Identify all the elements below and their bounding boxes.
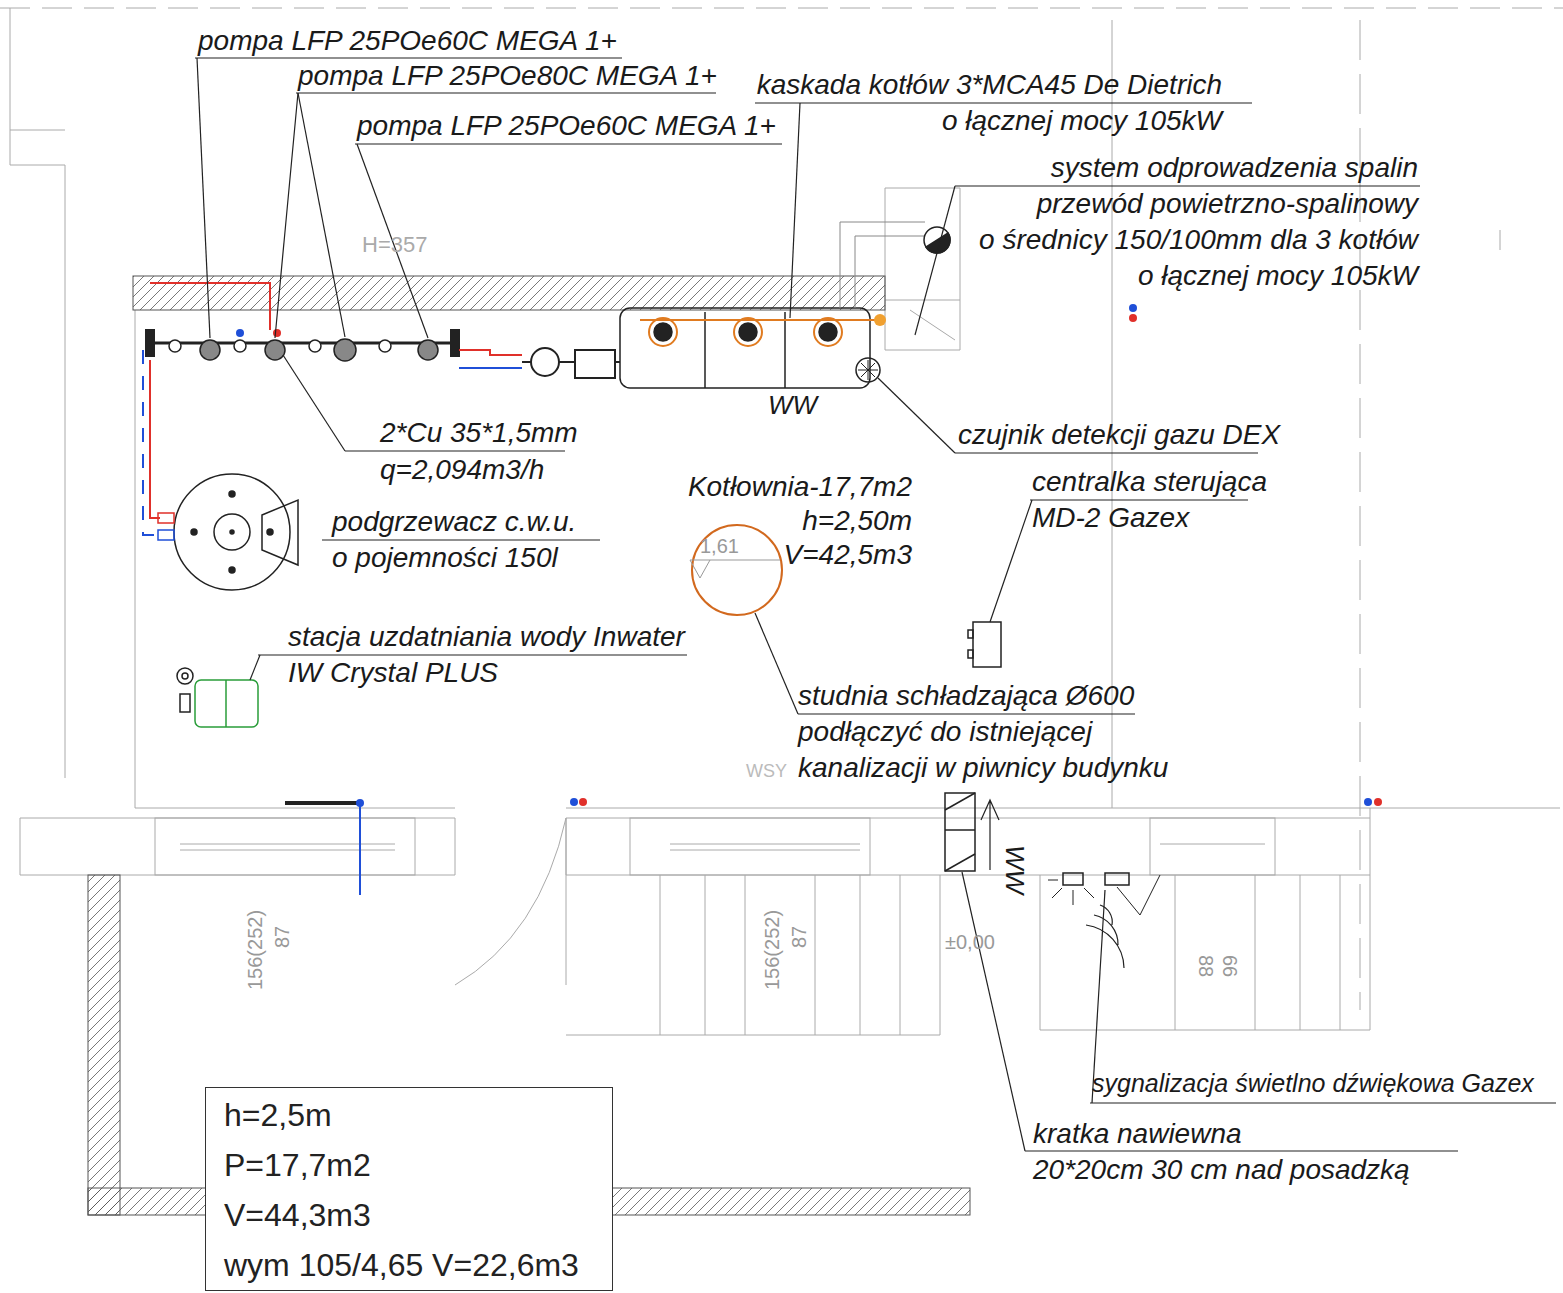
leader-lines — [195, 58, 1556, 1151]
gas-control-equipment — [945, 622, 1160, 968]
water-treatment-station — [177, 668, 258, 727]
callout-label: system odprowadzenia spalin przewód powi… — [979, 150, 1418, 294]
callout-label: stacja uzdatniania wody Inwater IW Cryst… — [288, 619, 685, 691]
callout-label: kaskada kotłów 3*MCA45 De Dietrich o łąc… — [757, 67, 1222, 139]
boiler-cascade — [620, 222, 950, 388]
pipe-mark: WW — [768, 390, 817, 421]
dimension-label: 87 — [270, 926, 294, 948]
callout-label: czujnik detekcji gazu DEX — [958, 417, 1280, 453]
label-line: o średnicy 150/100mm dla 3 kotłów — [979, 222, 1418, 258]
label-line: Kotłownia-17,7m2 — [688, 470, 912, 504]
room-data-line: wym 105/4,65 V=22,6m3 — [224, 1240, 579, 1290]
label-line: stacja uzdatniania wody Inwater — [288, 619, 685, 655]
dimension-label: 87 — [787, 926, 811, 948]
pipework — [143, 283, 620, 895]
callout-label: pompa LFP 25POe60C MEGA 1+ — [357, 108, 776, 144]
dimension-label: 156(252) — [243, 910, 267, 990]
faint-mark: WSY — [746, 760, 787, 782]
label-line: kratka nawiewna — [1033, 1116, 1410, 1152]
label-line: studnia schładzająca Ø600 — [798, 678, 1168, 714]
callout-label: q=2,094m3/h — [380, 452, 544, 488]
room-data-line: V=44,3m3 — [224, 1190, 371, 1240]
cooling-well — [690, 525, 782, 615]
label-line: podgrzewacz c.w.u. — [332, 504, 576, 540]
height-mark: H=357 — [362, 232, 427, 258]
building-outline — [0, 8, 1563, 1035]
label-line: o łącznej mocy 105kW — [979, 258, 1418, 294]
label-line: 20*20cm 30 cm nad posadzką — [1033, 1152, 1410, 1188]
label-line: podłączyć do istniejącej — [798, 714, 1168, 750]
label-line: MD-2 Gazex — [1032, 500, 1267, 536]
callout-label: centralka sterująca MD-2 Gazex — [1032, 464, 1267, 536]
room-data-line: P=17,7m2 — [224, 1140, 371, 1190]
pipe-mark: WW — [999, 845, 1030, 894]
label-line: przewód powietrzno-spalinowy — [979, 186, 1418, 222]
room-data-box: h=2,5mP=17,7m2V=44,3m3wym 105/4,65 V=22,… — [205, 1087, 613, 1291]
level-mark: ±0,00 — [945, 930, 995, 954]
level-mark: 1,61 — [700, 534, 739, 558]
callout-label: kratka nawiewna 20*20cm 30 cm nad posadz… — [1033, 1116, 1410, 1188]
callout-label: sygnalizacja świetlno dźwiękowa Gazex — [1092, 1068, 1534, 1098]
callout-label: podgrzewacz c.w.u. o pojemności 150l — [332, 504, 576, 576]
callout-label: studnia schładzająca Ø600 podłączyć do i… — [798, 678, 1168, 786]
label-line: o łącznej mocy 105kW — [757, 103, 1222, 139]
label-line: h=2,50m — [688, 504, 912, 538]
label-line: IW Crystal PLUS — [288, 655, 685, 691]
dimension-label: 66 — [1218, 955, 1242, 977]
label-line: kanalizacji w piwnicy budynku — [798, 750, 1168, 786]
label-line: kaskada kotłów 3*MCA45 De Dietrich — [757, 67, 1222, 103]
dimension-label: 156(252) — [760, 910, 784, 990]
label-line: system odprowadzenia spalin — [979, 150, 1418, 186]
room-data-line: h=2,5m — [224, 1090, 332, 1140]
label-line: centralka sterująca — [1032, 464, 1267, 500]
dimension-label: 88 — [1194, 955, 1218, 977]
callout-label: pompa LFP 25POe80C MEGA 1+ — [298, 58, 717, 94]
callout-label: pompa LFP 25POe60C MEGA 1+ — [198, 23, 617, 59]
callout-label: 2*Cu 35*1,5mm — [380, 415, 578, 451]
label-line: o pojemności 150l — [332, 540, 576, 576]
pipe-dots — [570, 304, 1382, 806]
water-heater — [158, 474, 298, 590]
